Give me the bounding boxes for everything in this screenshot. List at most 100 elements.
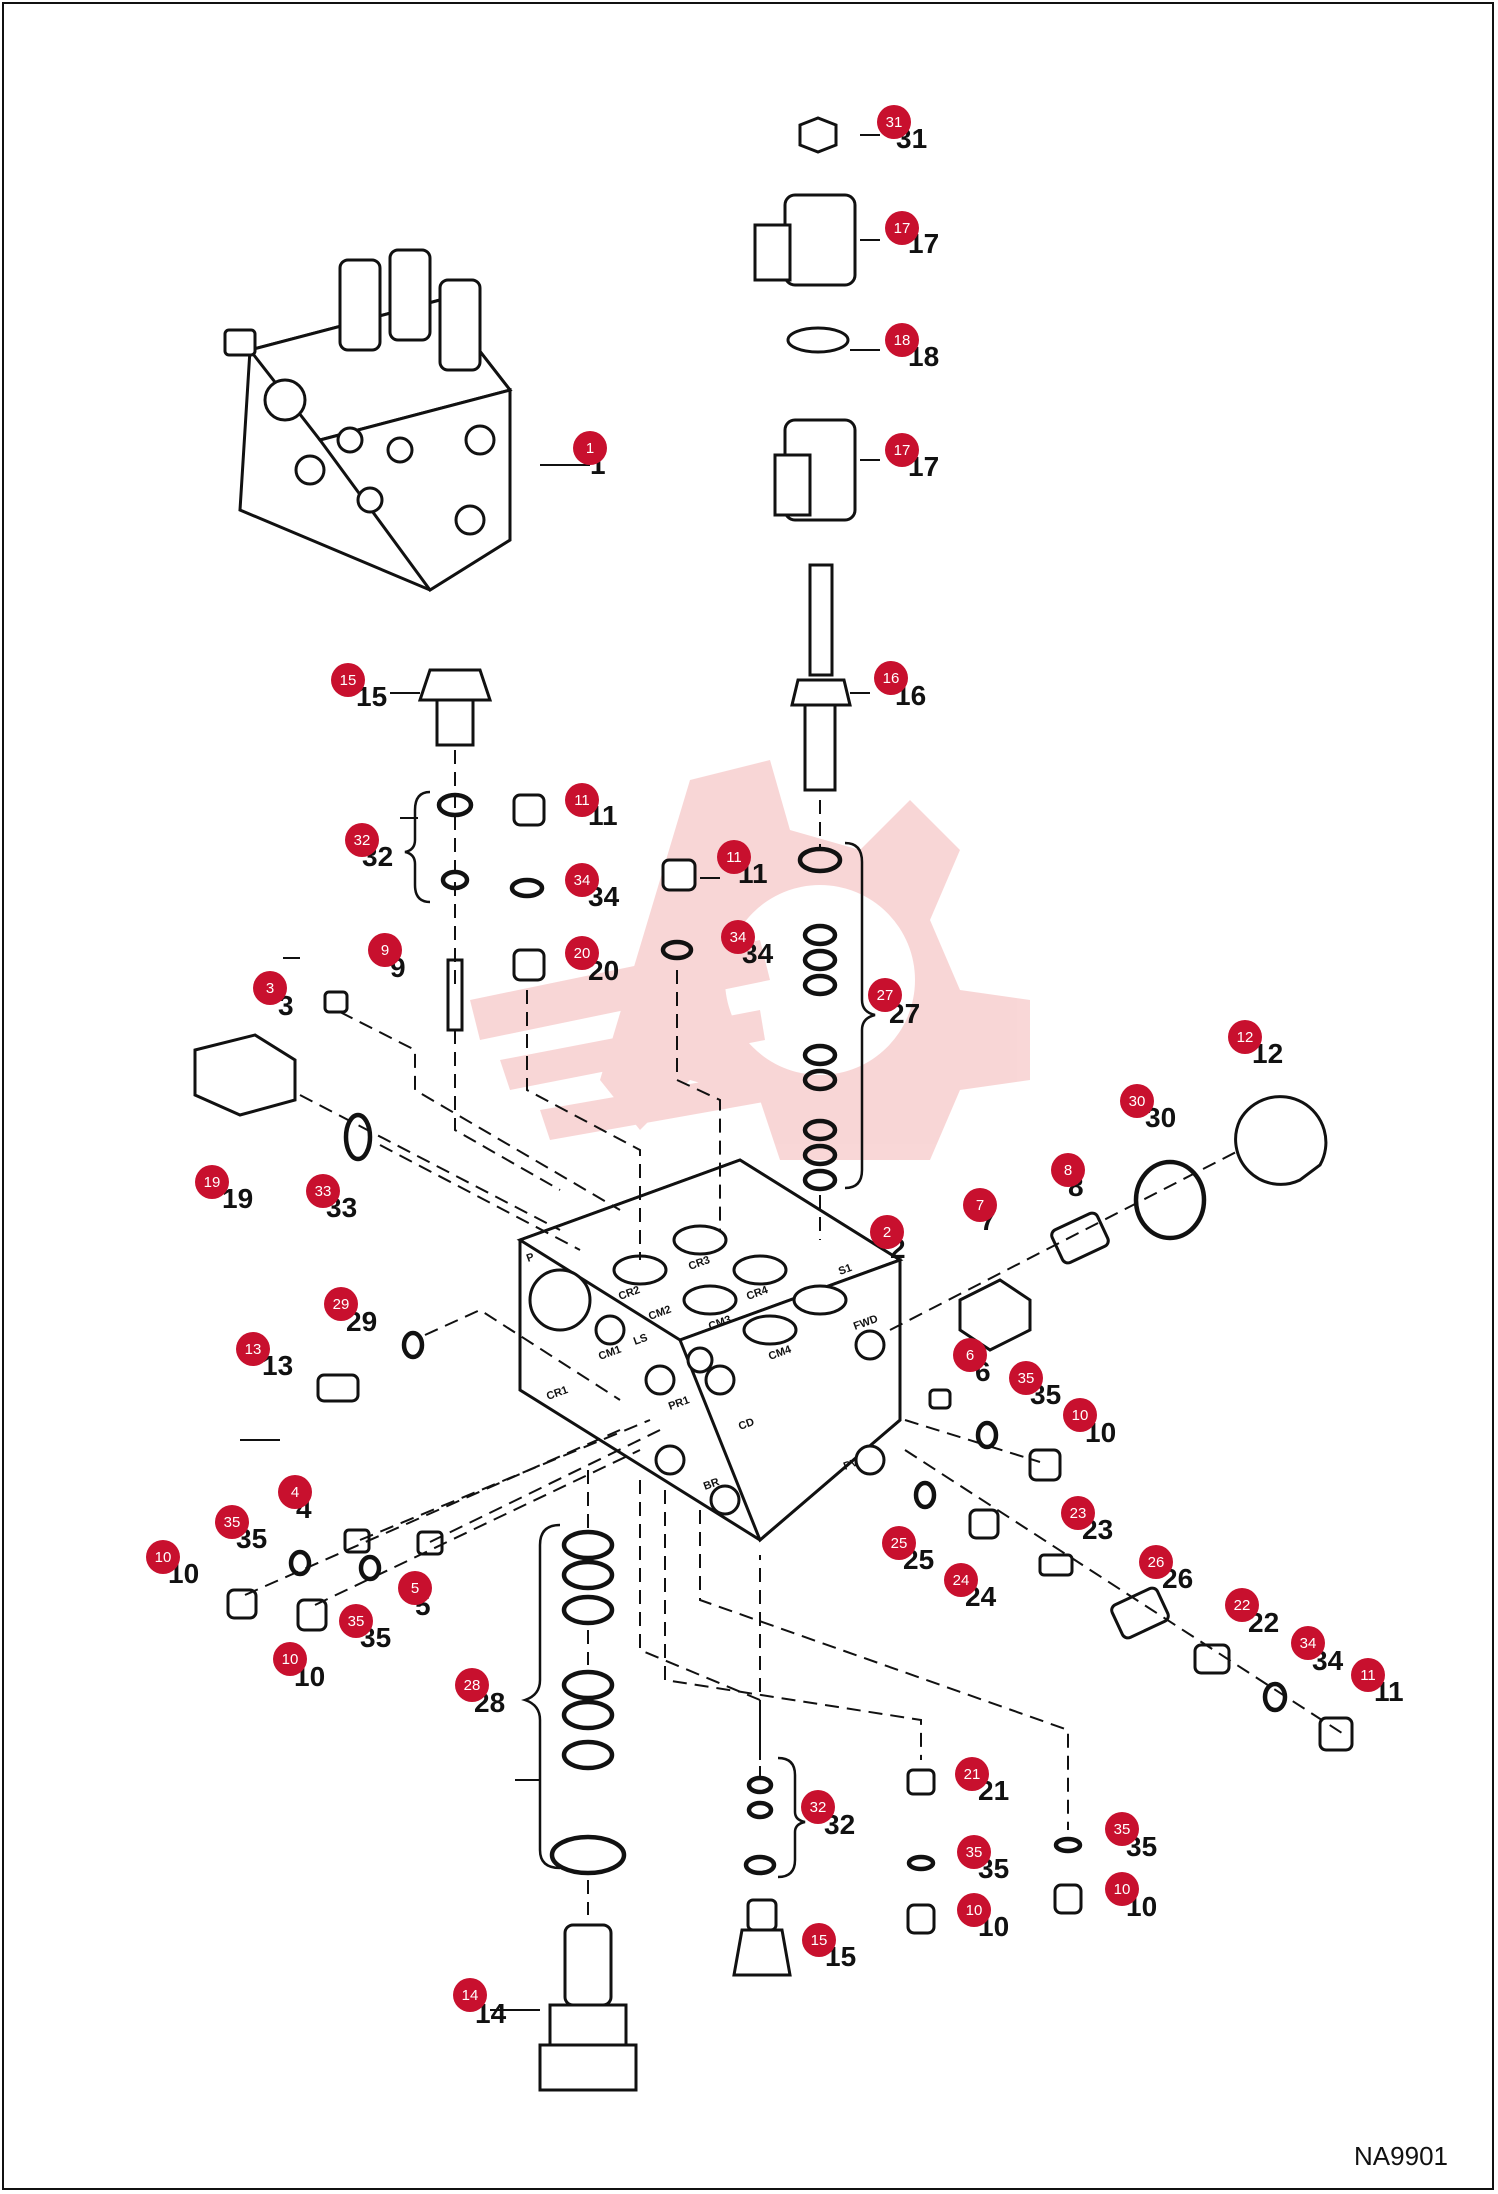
callout-badge-label-30: 30 <box>1129 1093 1146 1110</box>
callout-badge-13 <box>236 1332 270 1366</box>
callout-badge-label-15a: 15 <box>340 672 357 689</box>
callout-badge-label-16: 16 <box>883 670 900 687</box>
callout-badge-8 <box>1051 1153 1085 1187</box>
callout-badge-label-34a: 34 <box>574 872 591 889</box>
callout-badge-10a <box>1063 1398 1097 1432</box>
callout-badge-label-8: 8 <box>1064 1162 1072 1179</box>
callout-badge-label-35c: 35 <box>348 1613 365 1630</box>
callout-badge-label-28: 28 <box>464 1677 481 1694</box>
callout-badge-22 <box>1225 1588 1259 1622</box>
o-ring-set-27 <box>797 846 843 1192</box>
assembled-valve-manifold <box>223 248 513 593</box>
callout-badge-25 <box>882 1526 916 1560</box>
callout-badge-2 <box>870 1215 904 1249</box>
callout-badge-15b <box>802 1923 836 1957</box>
solenoid-stack <box>753 116 857 792</box>
callout-badge-label-32b: 32 <box>810 1799 827 1816</box>
callout-badge-label-10c: 10 <box>282 1651 299 1668</box>
callout-badge-label-11a: 11 <box>574 792 590 809</box>
drawing-code: NA9901 <box>1354 2141 1448 2171</box>
callout-badge-label-29: 29 <box>333 1296 350 1313</box>
callout-badge-label-26: 26 <box>1148 1554 1165 1571</box>
callout-badge-33 <box>306 1174 340 1208</box>
callout-badge-label-35d: 35 <box>966 1844 983 1861</box>
callout-badge-label-14: 14 <box>462 1987 479 2004</box>
callout-badge-4 <box>278 1475 312 1509</box>
callout-badge-label-9: 9 <box>381 942 389 959</box>
callout-badge-label-23: 23 <box>1070 1505 1087 1522</box>
callout-badge-label-18: 18 <box>894 332 911 349</box>
callout-badge-label-11c: 11 <box>1360 1667 1376 1684</box>
right-side-parts <box>913 1095 1354 1752</box>
callout-badge-27 <box>868 978 902 1012</box>
callout-leaders <box>240 134 880 2011</box>
port-label-ls: LS <box>632 1332 649 1348</box>
callout-badge-label-27: 27 <box>877 987 894 1004</box>
callout-badge-label-5: 5 <box>411 1580 419 1597</box>
callout-badge-32b <box>801 1790 835 1824</box>
callout-badge-label-13: 13 <box>245 1341 262 1358</box>
callout-badge-label-35b: 35 <box>224 1514 241 1531</box>
callout-badge-label-7: 7 <box>976 1197 984 1214</box>
callout-badge-label-35e: 35 <box>1114 1821 1131 1838</box>
callout-badge-label-22: 22 <box>1234 1597 1251 1614</box>
callout-badge-label-24: 24 <box>953 1572 970 1589</box>
callout-badge-21 <box>955 1757 989 1791</box>
lower-small-parts <box>732 1768 1083 1977</box>
callout-badge-label-20: 20 <box>574 945 591 962</box>
callout-badge-10e <box>1105 1872 1139 1906</box>
callout-badge-label-6: 6 <box>966 1347 974 1364</box>
callout-badge-label-17b: 17 <box>894 442 911 459</box>
callout-badge-label-10b: 10 <box>155 1549 172 1566</box>
callout-badge-15a <box>331 663 365 697</box>
callout-badge-12 <box>1228 1020 1262 1054</box>
callout-badge-label-35a: 35 <box>1018 1370 1035 1387</box>
callout-badge-label-25: 25 <box>891 1535 908 1552</box>
callout-badge-10c <box>273 1642 307 1676</box>
port-label-pv: PV <box>842 1456 861 1473</box>
callout-badge-label-12: 12 <box>1237 1029 1254 1046</box>
callout-badge-label-34c: 34 <box>1300 1635 1317 1652</box>
callout-badge-34c <box>1291 1626 1325 1660</box>
callout-badge-11a <box>565 783 599 817</box>
callout-badge-label-33: 33 <box>315 1183 332 1200</box>
valve-manifold-body <box>516 1158 904 1543</box>
callout-badge-18 <box>885 323 919 357</box>
callout-badge-23 <box>1061 1496 1095 1530</box>
callout-badge-20 <box>565 936 599 970</box>
callout-badge-label-21: 21 <box>964 1766 981 1783</box>
callout-badge-6 <box>953 1338 987 1372</box>
callout-badge-label-11b: 11 <box>726 849 742 866</box>
callout-badge-34b <box>721 920 755 954</box>
callout-badge-1 <box>573 431 607 465</box>
cartridge-valve-14 <box>538 1923 638 2092</box>
callout-badge-label-1: 1 <box>586 440 594 457</box>
port-label-cd: CD <box>737 1416 756 1433</box>
callout-badge-35d <box>957 1835 991 1869</box>
callout-badge-label-10d: 10 <box>966 1902 983 1919</box>
callout-badge-5 <box>398 1571 432 1605</box>
callout-badge-31 <box>877 105 911 139</box>
bracket-32b <box>777 1756 806 1879</box>
callout-badge-label-17a: 17 <box>894 220 911 237</box>
callout-badge-7 <box>963 1188 997 1222</box>
callout-badge-3 <box>253 971 287 1005</box>
left-side-parts <box>193 990 444 1632</box>
callout-badge-14 <box>453 1978 487 2012</box>
port-label-s1: S1 <box>837 1262 854 1278</box>
callout-badge-label-31: 31 <box>886 114 903 131</box>
callout-badge-35b <box>215 1505 249 1539</box>
callout-badge-32a <box>345 823 379 857</box>
port-label-br: BR <box>702 1476 721 1493</box>
callout-badge-label-19: 19 <box>204 1174 221 1191</box>
callout-badge-11b <box>717 840 751 874</box>
callout-badge-9 <box>368 933 402 967</box>
callout-badge-24 <box>944 1563 978 1597</box>
callout-badge-35e <box>1105 1812 1139 1846</box>
callout-badge-19 <box>195 1165 229 1199</box>
o-ring-set-28 <box>549 1529 627 1876</box>
callout-badge-label-34b: 34 <box>730 929 747 946</box>
callout-badge-30 <box>1120 1084 1154 1118</box>
callout-badge-17b <box>885 433 919 467</box>
